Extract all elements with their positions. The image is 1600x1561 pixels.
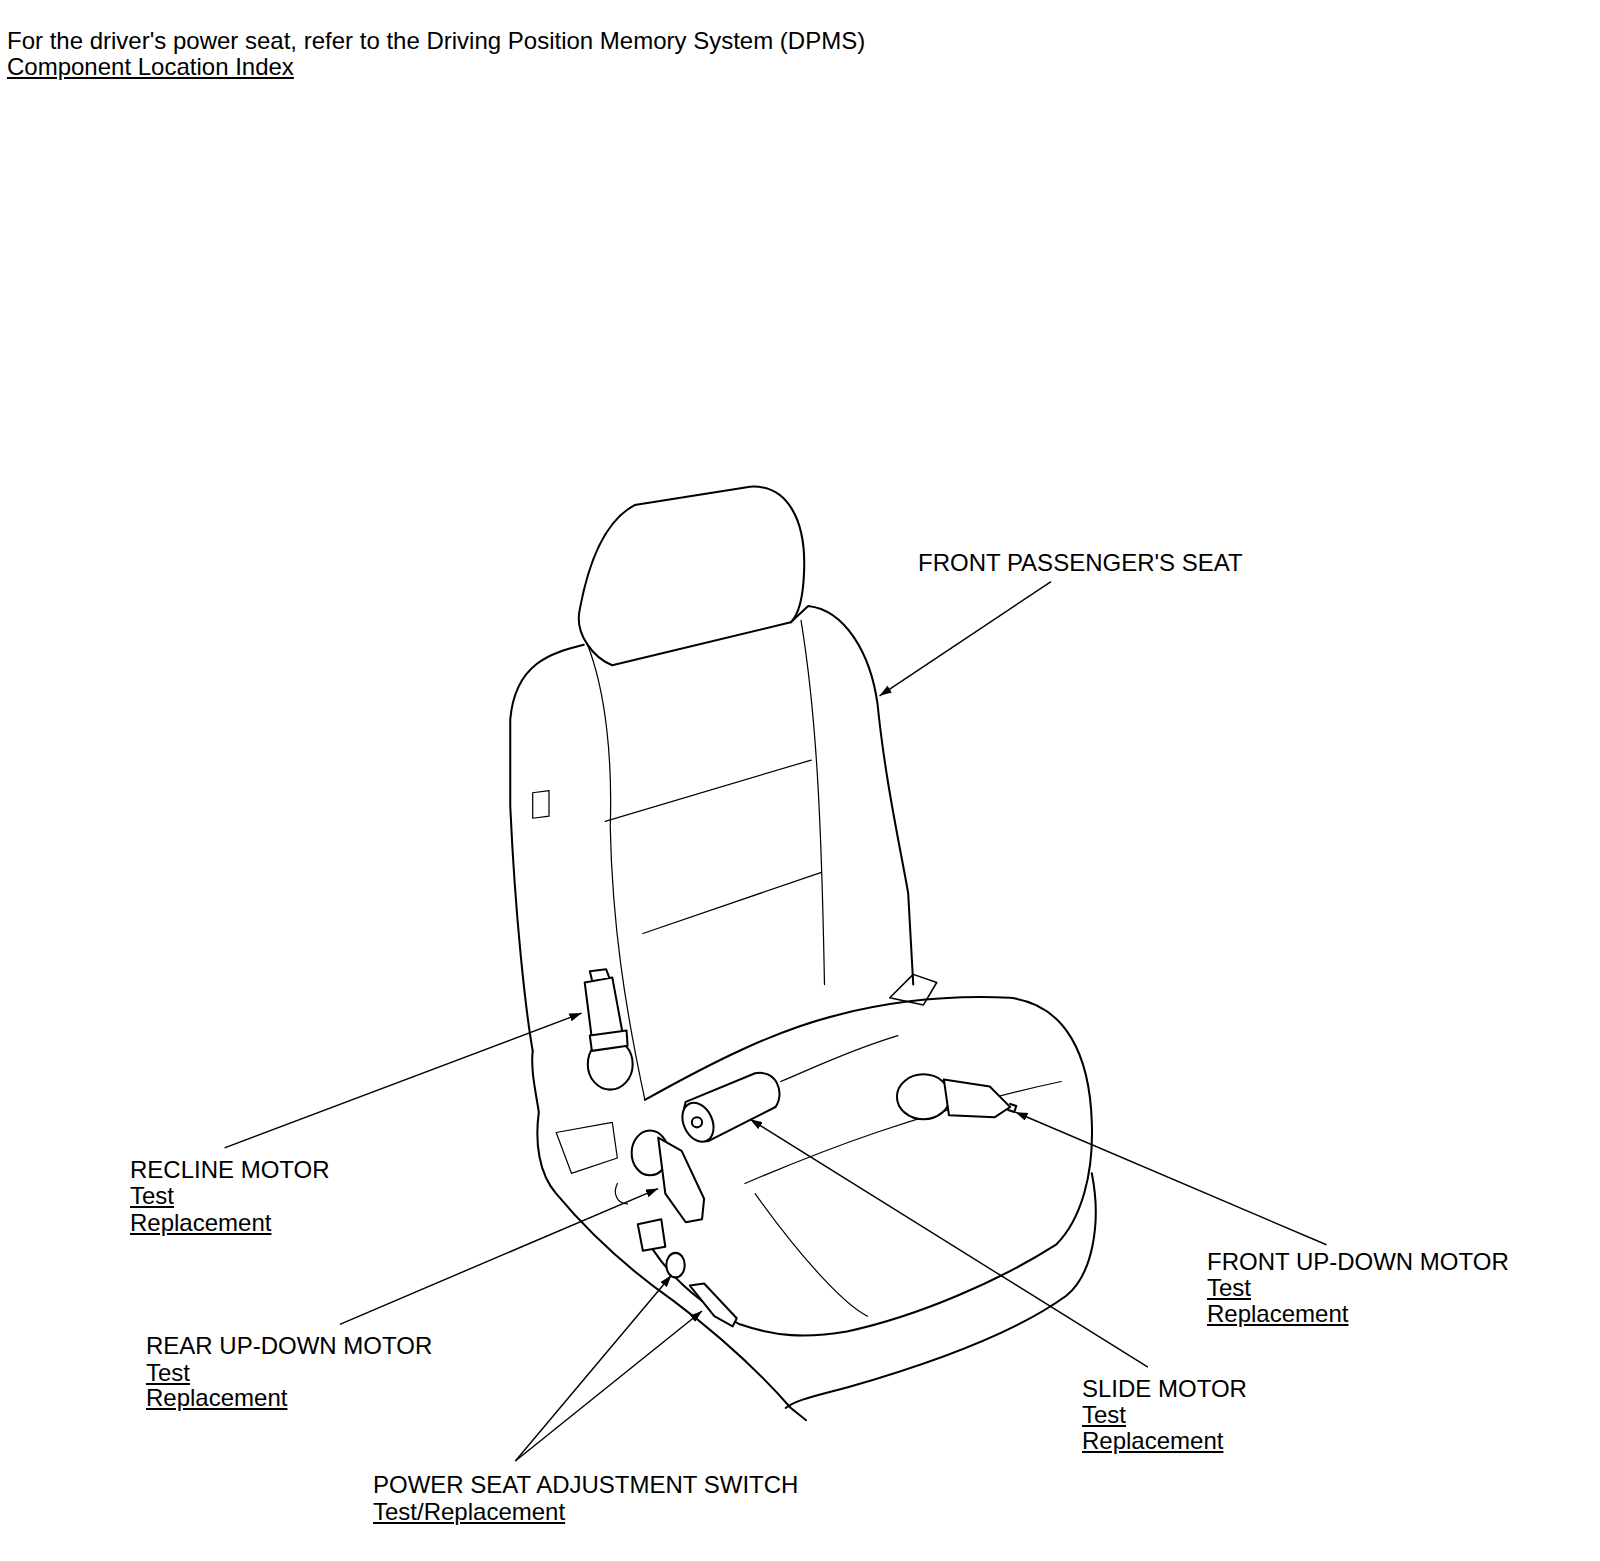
link-text: Component Location Index bbox=[7, 53, 294, 80]
link-text: Test/Replacement bbox=[373, 1498, 565, 1525]
part-name: RECLINE MOTOR bbox=[130, 1156, 330, 1183]
part-name: FRONT UP-DOWN MOTOR bbox=[1207, 1248, 1509, 1275]
drawing-stroke bbox=[786, 1173, 1096, 1408]
drawing-stroke bbox=[781, 1036, 898, 1082]
drawing-stroke bbox=[801, 620, 824, 984]
drawing-stroke bbox=[755, 1194, 867, 1316]
drawing-stroke bbox=[605, 760, 811, 821]
drawing-stroke bbox=[515, 1275, 671, 1461]
drawing-stroke bbox=[676, 1098, 719, 1147]
drawing-stroke bbox=[944, 1079, 1010, 1117]
drawing-stroke bbox=[510, 645, 583, 1051]
drawing-stroke bbox=[638, 1219, 666, 1251]
drawing-stroke bbox=[533, 791, 549, 819]
drawing-stroke bbox=[1015, 1112, 1326, 1245]
drawing-stroke bbox=[515, 1311, 702, 1461]
link-text: Test bbox=[1082, 1401, 1126, 1428]
note-text: For the driver's power seat, refer to th… bbox=[7, 27, 865, 54]
drawing-stroke bbox=[645, 997, 1092, 1335]
drawing-stroke bbox=[340, 1189, 658, 1325]
drawing-stroke bbox=[1008, 1104, 1016, 1112]
drawing-stroke bbox=[643, 872, 822, 933]
drawing-stroke bbox=[556, 1122, 617, 1173]
link-text: Test bbox=[130, 1182, 174, 1209]
drawing-stroke bbox=[690, 1283, 737, 1326]
drawing-stroke bbox=[579, 487, 804, 666]
part-name: REAR UP-DOWN MOTOR bbox=[146, 1332, 432, 1359]
link-text: Replacement bbox=[1207, 1300, 1348, 1327]
drawing-stroke bbox=[585, 977, 623, 1038]
drawing-stroke bbox=[532, 1051, 806, 1420]
drawing-stroke bbox=[750, 1119, 1148, 1367]
link-text: Test bbox=[1207, 1274, 1251, 1301]
drawing-stroke bbox=[791, 606, 913, 985]
part-name: POWER SEAT ADJUSTMENT SWITCH bbox=[373, 1471, 798, 1498]
drawing-stroke bbox=[880, 582, 1051, 696]
drawing-stroke bbox=[692, 1117, 702, 1127]
drawing-stroke bbox=[615, 1184, 627, 1204]
drawing-stroke bbox=[225, 1013, 582, 1148]
link-text: Test bbox=[146, 1359, 190, 1386]
link-text: Replacement bbox=[146, 1384, 287, 1411]
drawing-stroke bbox=[666, 1253, 684, 1277]
part-name: SLIDE MOTOR bbox=[1082, 1375, 1247, 1402]
leader-lines bbox=[225, 582, 1327, 1461]
drawing-stroke bbox=[658, 1138, 704, 1223]
drawing-stroke bbox=[590, 1030, 628, 1050]
link-text: Replacement bbox=[130, 1209, 271, 1236]
drawing-stroke bbox=[590, 969, 609, 979]
link-text: Replacement bbox=[1082, 1427, 1223, 1454]
drawing-stroke bbox=[897, 1074, 950, 1119]
part-name: FRONT PASSENGER'S SEAT bbox=[918, 549, 1243, 576]
